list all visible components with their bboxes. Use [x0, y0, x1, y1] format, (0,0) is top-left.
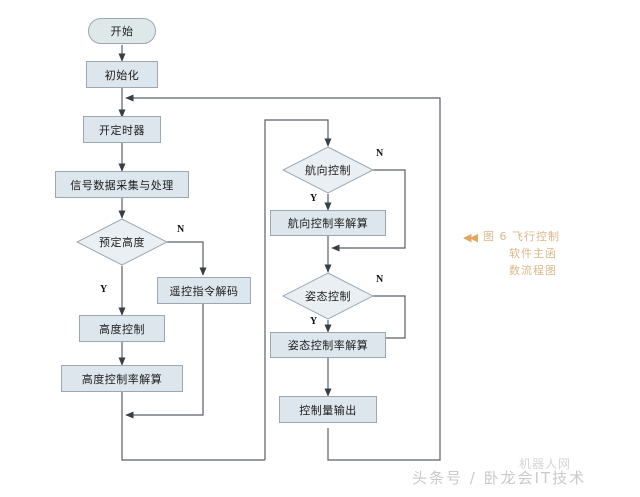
node-attitude-rate-calc-label: 姿态控制率解算 [287, 339, 369, 352]
node-control-output[interactable]: 控制量输出 [279, 396, 377, 423]
caption-line-3: 数流程图 [509, 264, 557, 277]
node-init-label: 初始化 [104, 68, 140, 82]
caption-line-2: 软件主函 [509, 247, 557, 260]
edge-label-heading-no: N [376, 148, 384, 159]
node-altitude-control-label: 高度控制 [99, 322, 145, 336]
watermark-logo-label: 机器人网 [519, 457, 572, 471]
edge-label-preset-altitude-no: N [177, 224, 185, 235]
node-heading-control[interactable]: 航向控制 [282, 146, 374, 194]
watermark-footer: 头条号 / 卧龙会IT技术 [412, 467, 586, 488]
watermark-footer-label: 头条号 / 卧龙会IT技术 [412, 469, 587, 487]
node-attitude-rate-calc[interactable]: 姿态控制率解算 [270, 332, 386, 358]
edge-label-heading-yes: Y [310, 193, 318, 204]
node-altitude-rate-calc[interactable]: 高度控制率解算 [61, 365, 183, 392]
edge-label-attitude-yes: Y [310, 316, 318, 327]
node-signal-acquisition[interactable]: 信号数据采集与处理 [55, 171, 189, 198]
edge-label-preset-altitude-yes: Y [100, 284, 108, 295]
node-attitude-control[interactable]: 姿态控制 [282, 272, 374, 320]
node-heading-rate-calc[interactable]: 航向控制率解算 [270, 210, 386, 236]
diamond-shape [76, 218, 168, 266]
node-open-timer[interactable]: 开定时器 [83, 116, 161, 143]
node-attitude-control-label: 姿态控制 [305, 290, 351, 303]
figure-caption: ◀◀ 图 6 飞行控制 软件主函 数流程图 [463, 228, 560, 279]
node-heading-control-label: 航向控制 [305, 164, 351, 177]
node-remote-command-decode-label: 遥控指令解码 [169, 284, 239, 298]
node-signal-acquisition-label: 信号数据采集与处理 [70, 178, 174, 192]
node-init[interactable]: 初始化 [86, 61, 158, 88]
node-control-output-label: 控制量输出 [299, 403, 357, 417]
diamond-shape [282, 272, 374, 320]
node-altitude-rate-calc-label: 高度控制率解算 [81, 372, 163, 386]
diamond-shape [282, 146, 374, 194]
node-preset-altitude-label: 预定高度 [99, 236, 145, 249]
edge-label-attitude-no: N [376, 274, 384, 285]
caption-line-1: 图 6 飞行控制 [483, 230, 560, 243]
node-preset-altitude[interactable]: 预定高度 [76, 218, 168, 266]
caption-arrows-icon: ◀◀ [463, 231, 478, 244]
watermark-logo: 机器人网 [519, 455, 571, 472]
node-start-label: 开始 [110, 25, 134, 38]
node-altitude-control[interactable]: 高度控制 [79, 315, 165, 342]
node-heading-rate-calc-label: 航向控制率解算 [287, 217, 369, 230]
node-remote-command-decode[interactable]: 遥控指令解码 [157, 277, 251, 304]
node-open-timer-label: 开定时器 [99, 123, 145, 137]
node-start[interactable]: 开始 [88, 18, 156, 44]
